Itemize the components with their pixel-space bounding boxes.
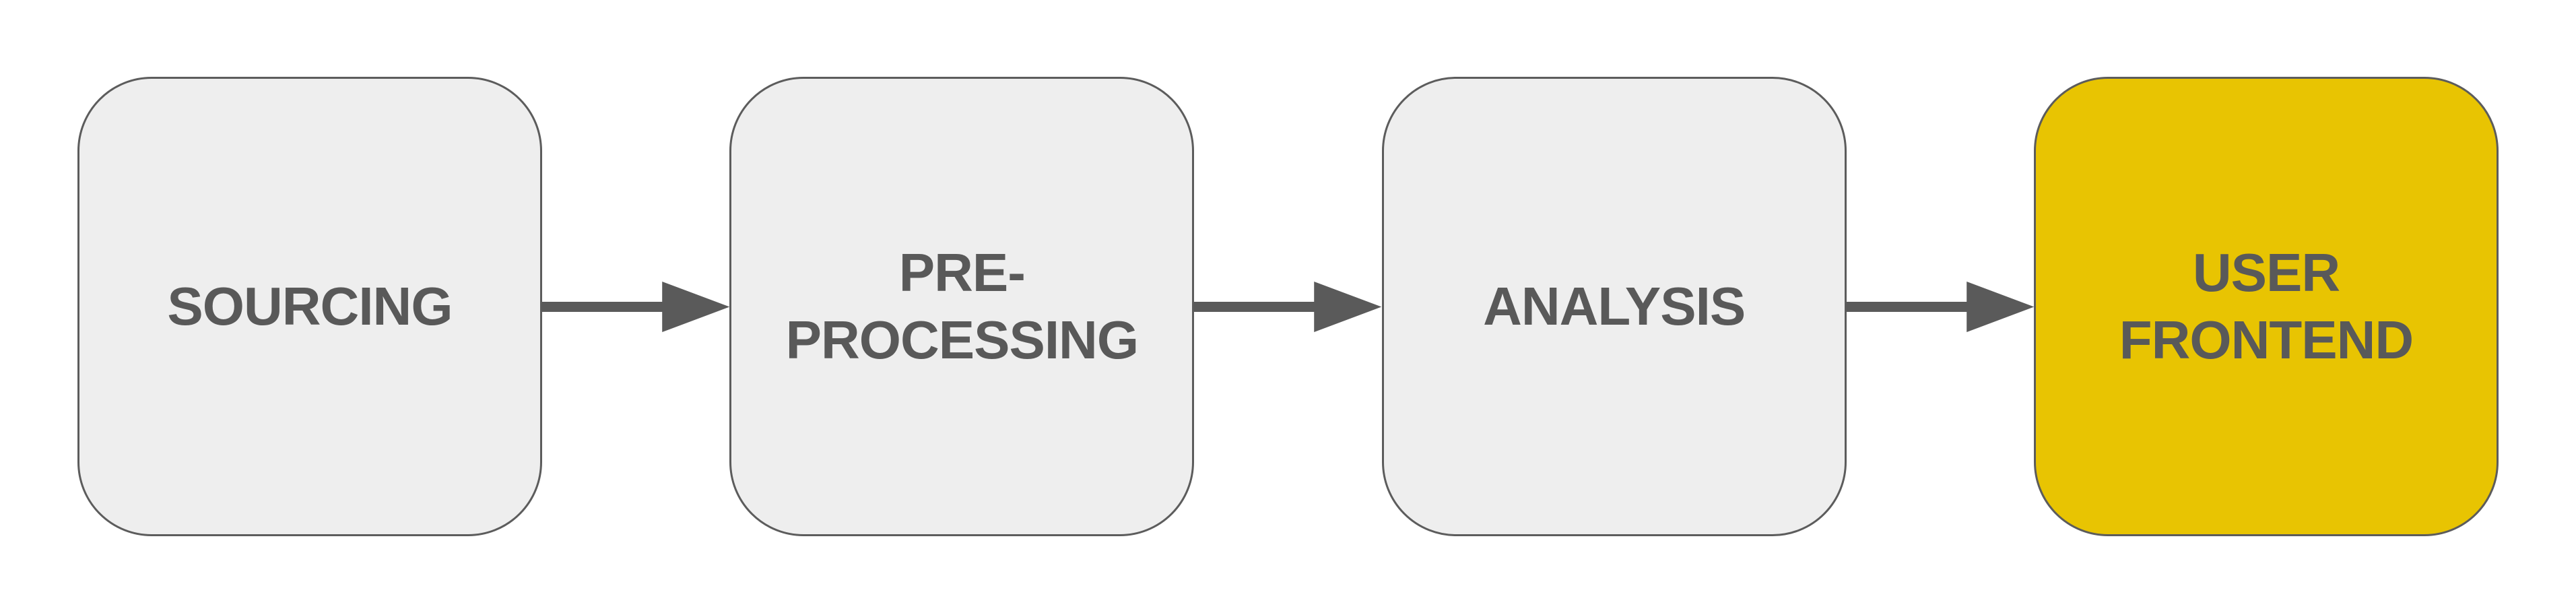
node-label: PRE-PROCESSING [785, 243, 1139, 370]
arrow-right-icon [1846, 282, 2034, 332]
node-pre-processing: PRE-PROCESSING [729, 77, 1195, 536]
flow-arrow [542, 280, 730, 333]
node-label: SOURCING [167, 276, 453, 336]
node-user-frontend: USER FRONTEND [2033, 77, 2499, 536]
arrow-right-icon [542, 282, 730, 332]
arrow-right-icon [1194, 282, 1382, 332]
node-sourcing: SOURCING [77, 77, 542, 536]
node-label: ANALYSIS [1483, 276, 1746, 336]
node-label: USER FRONTEND [2119, 243, 2414, 370]
flow-arrow [1194, 280, 1382, 333]
flow-arrow [1846, 280, 2034, 333]
node-analysis: ANALYSIS [1381, 77, 1847, 536]
